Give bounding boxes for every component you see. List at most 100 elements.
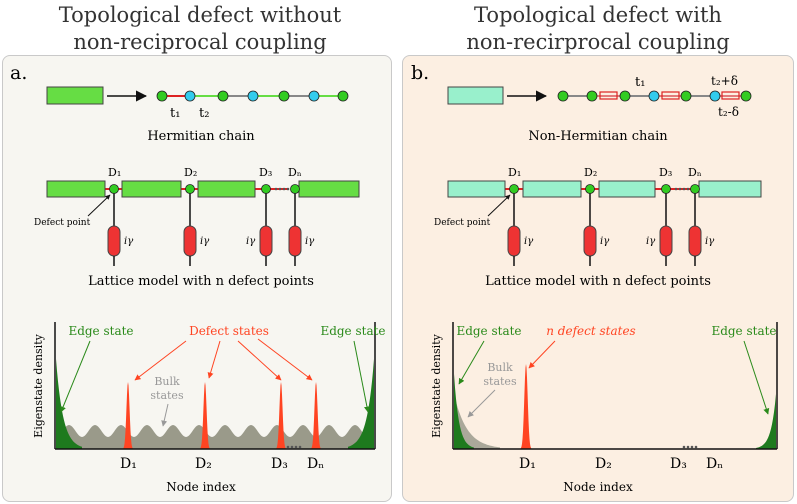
lattice-block — [197, 180, 256, 198]
panel-a-label: a. — [10, 62, 27, 84]
non-hermitian-chain-caption: Non-Hermitian chain — [528, 129, 668, 144]
nonreciprocal-coupler — [721, 91, 740, 100]
bulk-states-label-line2: states — [483, 375, 517, 388]
defect-node — [585, 184, 595, 194]
defect-state-peak — [119, 382, 137, 449]
chain-node — [156, 90, 168, 102]
edge-state-peak-left — [56, 359, 82, 449]
chain-node — [247, 90, 259, 102]
edge-state-arrow-left — [60, 340, 91, 413]
gain-loss-element — [107, 225, 121, 257]
defect-point-label: Defect point — [34, 218, 91, 228]
edge-state-peak-right — [348, 359, 374, 449]
density-plot-a — [54, 322, 376, 450]
lattice-d3-label: D₃ — [259, 166, 272, 179]
chain-node — [619, 90, 631, 102]
defect-arrow — [528, 340, 556, 369]
plot-d3-label: D₃ — [670, 456, 687, 472]
igamma-label: iγ — [524, 236, 533, 247]
defect-point-arrow — [87, 194, 111, 217]
defect-arrow — [237, 340, 282, 381]
t2-minus-delta-label: t₂-δ — [718, 105, 739, 119]
edge-state-label-right: Edge state — [711, 324, 776, 338]
lattice-block — [598, 180, 656, 198]
bulk-states-label-line1: Bulk — [154, 375, 180, 388]
lattice-d1-label: D₁ — [508, 166, 521, 179]
lattice-caption-a: Lattice model with n defect points — [88, 274, 314, 289]
igamma-label: iγ — [600, 236, 609, 247]
igamma-label: iγ — [705, 236, 714, 247]
lattice-block — [447, 180, 506, 198]
t2-plus-delta-label: t₂+δ — [711, 74, 738, 88]
defect-point-label: Defect point — [434, 218, 491, 228]
gain-loss-element — [288, 225, 302, 257]
lattice-block — [522, 180, 582, 198]
plot-d3-label: D₃ — [271, 456, 288, 472]
defect-node — [690, 184, 700, 194]
chain-node — [184, 90, 196, 102]
bulk-states-label-line2: states — [150, 389, 184, 402]
t1-label: t₁ — [635, 75, 645, 90]
chain-node — [337, 90, 349, 102]
gain-loss-element — [183, 225, 197, 257]
gain-loss-element — [507, 225, 521, 257]
edge-state-peak-right — [756, 394, 776, 449]
defect-state-peak — [272, 382, 290, 449]
x-axis-label-b: Node index — [563, 480, 633, 494]
edge-state-label-right: Edge state — [320, 324, 385, 338]
left-title-line-1: Topological defect without — [58, 3, 342, 27]
lattice-block — [298, 180, 360, 198]
gain-loss-element — [583, 225, 597, 257]
lattice-block — [46, 180, 106, 198]
chain-node — [308, 90, 320, 102]
lattice-caption-b: Lattice model with n defect points — [485, 274, 711, 289]
bulk-states-region — [454, 394, 500, 449]
t1-label: t₁ — [170, 106, 180, 121]
edge-state-arrow-left — [458, 340, 485, 385]
bulk-states-arrow — [161, 403, 169, 427]
chain-node — [278, 90, 290, 102]
edge-state-arrow-right — [353, 340, 370, 413]
chain-node — [740, 90, 752, 102]
t2-label: t₂ — [199, 106, 209, 121]
plot-d1-label: D₁ — [519, 456, 536, 472]
defect-node — [261, 184, 271, 194]
x-axis-label-a: Node index — [166, 480, 236, 494]
lattice-d1-label: D₁ — [108, 166, 121, 179]
defect-states-label: n defect states — [546, 324, 635, 338]
plot-dn-label: Dₙ — [706, 456, 723, 472]
non-hermitian-chain — [557, 90, 752, 102]
lattice-dn-label: Dₙ — [288, 166, 302, 179]
edge-state-label-left: Edge state — [456, 324, 521, 338]
defect-node — [185, 184, 195, 194]
defect-node — [109, 184, 119, 194]
panel-b — [402, 55, 794, 502]
plot-d2-label: D₂ — [595, 456, 612, 472]
chain-node — [586, 90, 598, 102]
lattice-d3-label: D₃ — [659, 166, 672, 179]
defect-node — [290, 184, 300, 194]
bulk-states-label-line1: Bulk — [487, 361, 513, 374]
lattice-block — [121, 180, 182, 198]
gain-loss-element — [688, 225, 702, 257]
left-column-title: Topological defect without non-reciproca… — [0, 2, 400, 56]
chain-node — [648, 90, 660, 102]
bulk-states-region — [56, 425, 374, 449]
edge-state-peak-left — [454, 374, 474, 449]
right-title-line-2: non-recirprocal coupling — [466, 30, 730, 54]
igamma-label: iγ — [124, 236, 133, 247]
y-axis-label-b: Eigenstate density — [430, 333, 443, 437]
edge-state-arrow-right — [743, 340, 770, 415]
defect-arrow — [257, 338, 313, 381]
hermitian-chain — [156, 90, 349, 102]
defect-node — [661, 184, 671, 194]
igamma-label: iγ — [200, 236, 209, 247]
lattice-model-b — [447, 180, 762, 266]
plot-d2-label: D₂ — [195, 456, 212, 472]
lattice-d2-label: D₂ — [584, 166, 597, 179]
chain-node — [217, 90, 229, 102]
defect-arrow — [134, 340, 187, 381]
defect-state-peak — [196, 382, 214, 449]
gain-loss-element — [259, 225, 273, 257]
